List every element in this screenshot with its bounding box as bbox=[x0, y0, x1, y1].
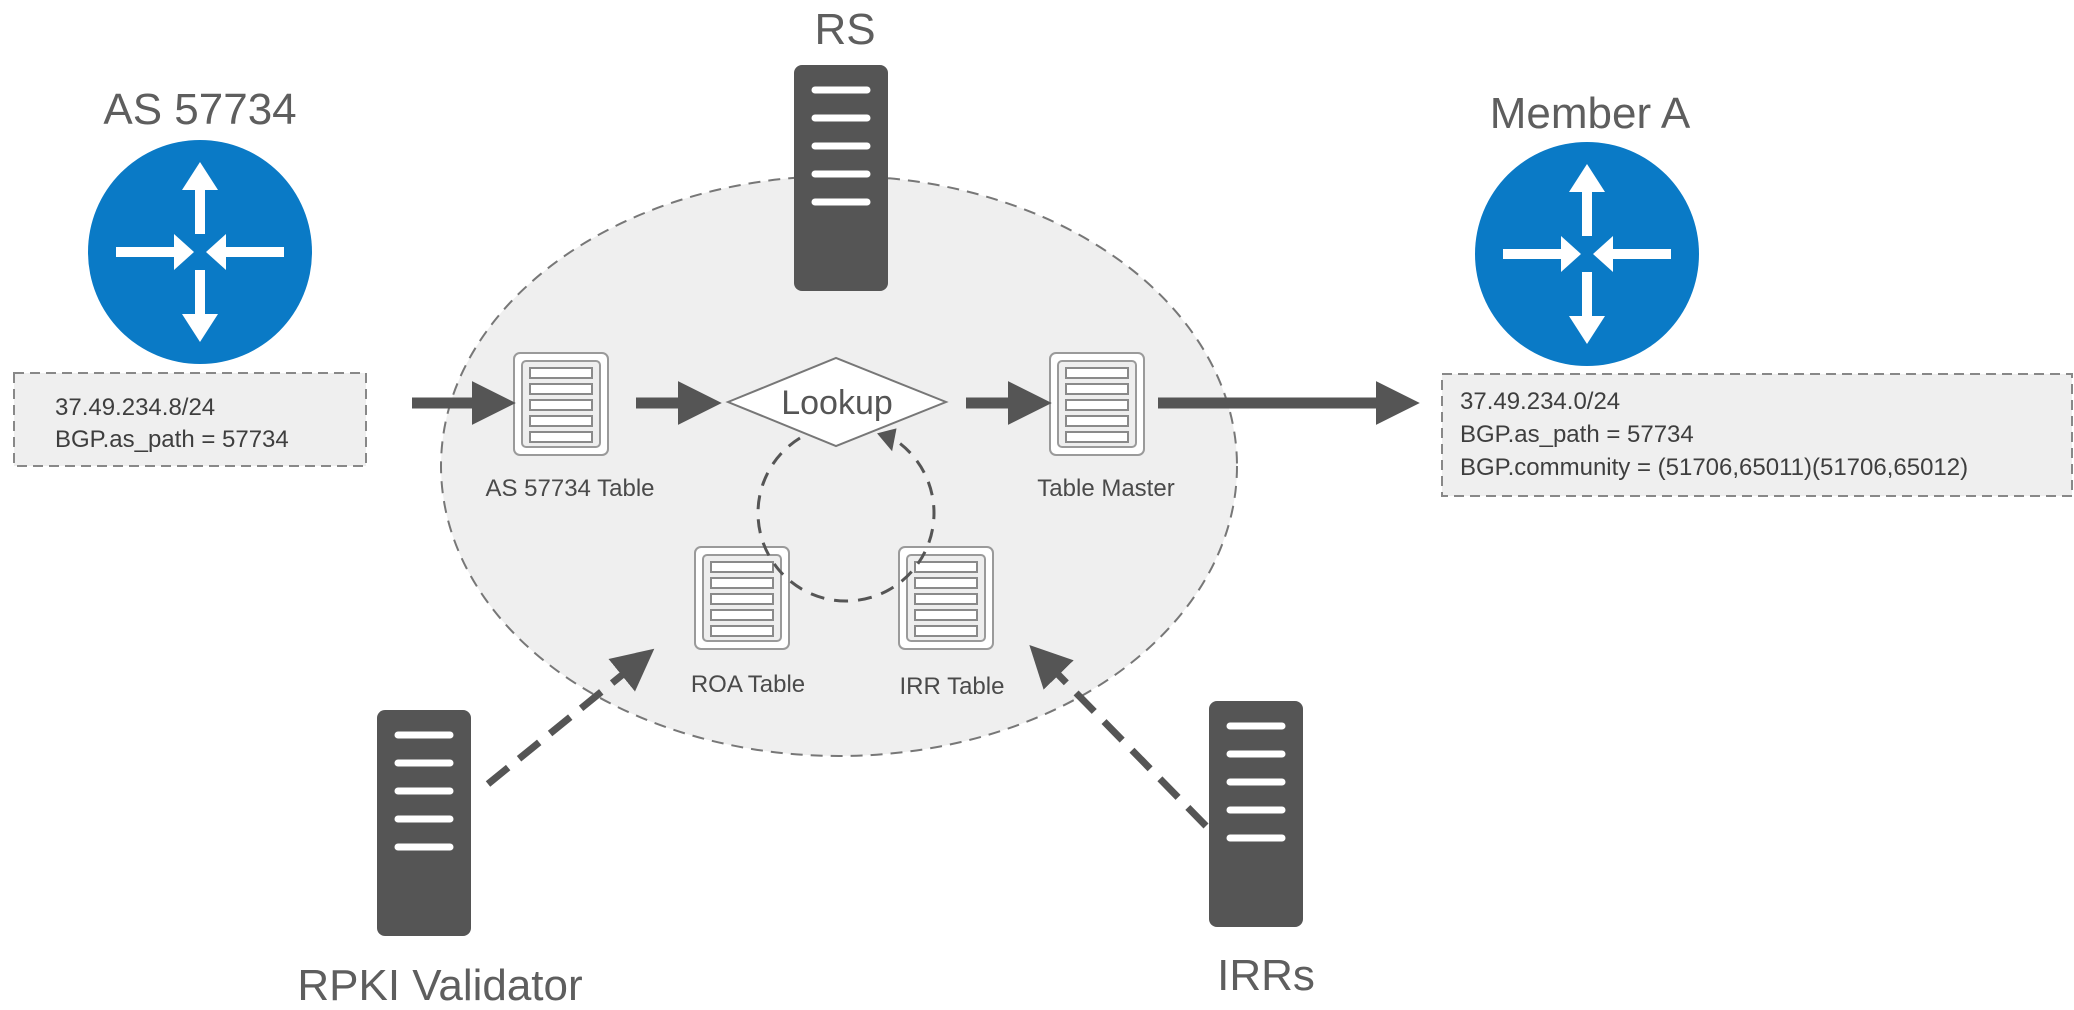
member-router-label: Member A bbox=[1490, 89, 1691, 138]
route-in-box bbox=[13, 372, 367, 467]
irr-server-icon bbox=[1209, 701, 1303, 927]
as-router-icon bbox=[88, 140, 312, 364]
as-table-icon bbox=[513, 352, 609, 456]
route-out-community: BGP.community = (51706,65011)(51706,6501… bbox=[1460, 454, 1968, 481]
irrs-label: IRRs bbox=[1217, 951, 1315, 1000]
roa-table-label: ROA Table bbox=[691, 671, 805, 698]
as-router-label: AS 57734 bbox=[103, 85, 296, 134]
route-out-prefix: 37.49.234.0/24 bbox=[1460, 388, 1620, 415]
member-router-icon bbox=[1475, 142, 1699, 366]
arrow-rpki-to-roa bbox=[485, 648, 655, 787]
rpki-label: RPKI Validator bbox=[297, 961, 582, 1010]
rs-label: RS bbox=[814, 5, 875, 54]
irr-table-label: IRR Table bbox=[900, 673, 1005, 700]
as-table-label: AS 57734 Table bbox=[485, 475, 654, 502]
lookup-diamond bbox=[725, 356, 949, 448]
route-in-prefix: 37.49.234.8/24 bbox=[55, 394, 215, 421]
rs-server-icon bbox=[794, 65, 888, 291]
rpki-server-icon bbox=[377, 710, 471, 936]
route-out-box bbox=[1441, 373, 2073, 497]
master-table-icon bbox=[1049, 352, 1145, 456]
master-table-label: Table Master bbox=[1037, 475, 1174, 502]
irr-table-icon bbox=[898, 546, 994, 650]
lookup-label: Lookup bbox=[781, 384, 893, 422]
route-out-aspath: BGP.as_path = 57734 bbox=[1460, 421, 1694, 448]
validation-loop bbox=[756, 436, 936, 603]
roa-table-icon bbox=[694, 546, 790, 650]
validation-loop-arrow-icon bbox=[877, 428, 897, 452]
route-in-aspath: BGP.as_path = 57734 bbox=[55, 426, 289, 453]
